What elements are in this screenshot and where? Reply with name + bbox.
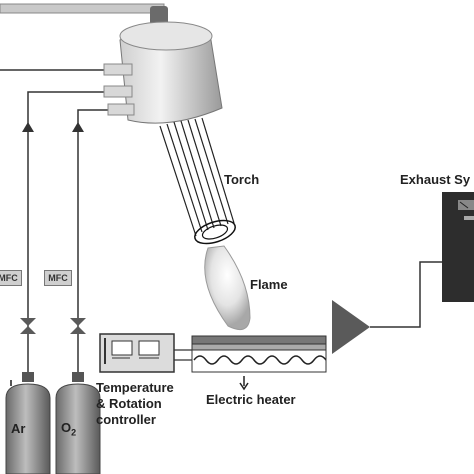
controller-label-line-1: Temperature <box>96 380 174 395</box>
gas-o2-symbol: O <box>61 420 72 435</box>
gas-o2-label: O2 <box>61 420 76 438</box>
electric-heater <box>191 335 327 391</box>
torch-label: Torch <box>224 172 260 187</box>
controller-display-2 <box>138 340 160 356</box>
exhaust-system-label: Exhaust Sy <box>400 172 471 187</box>
electric-heater-label: Electric heater <box>206 392 296 407</box>
torch-tube <box>159 117 236 245</box>
gas-ar-label: Ar <box>11 421 26 436</box>
flame-label: Flame <box>250 277 288 292</box>
torch-body <box>103 21 223 124</box>
exhaust-system-box <box>442 192 474 302</box>
gas-lines <box>0 69 112 372</box>
gas-line-ar <box>27 91 108 372</box>
controller-label-line-3: controller <box>96 412 156 427</box>
controller-label: Temperature & Rotation controller <box>96 380 174 428</box>
valves <box>20 318 86 334</box>
torch-port-3 <box>107 103 135 116</box>
gas-o2-subscript: 2 <box>71 427 77 438</box>
controller-display-1 <box>111 340 133 356</box>
controller-label-line-2: & Rotation <box>96 396 162 411</box>
rotation-arrow-icon <box>239 382 249 391</box>
exhaust-pump-icon <box>332 300 370 354</box>
cylinder-o2 <box>55 372 101 474</box>
mfc-o2: MFC <box>44 270 72 286</box>
valve-ar-icon <box>20 318 36 334</box>
torch-port-2 <box>103 85 133 98</box>
temperature-controller <box>99 333 192 373</box>
gas-line-o2 <box>77 109 112 372</box>
flame-shape <box>204 245 251 331</box>
top-feed-pipe <box>0 3 165 14</box>
exhaust-line <box>370 261 444 328</box>
torch-port-1 <box>103 63 133 76</box>
cylinder-ar <box>5 372 51 474</box>
arrow-o2-icon <box>72 122 84 132</box>
mfc-ar: MFC <box>0 270 22 286</box>
arrow-ar-icon <box>22 122 34 132</box>
valve-o2-icon <box>70 318 86 334</box>
